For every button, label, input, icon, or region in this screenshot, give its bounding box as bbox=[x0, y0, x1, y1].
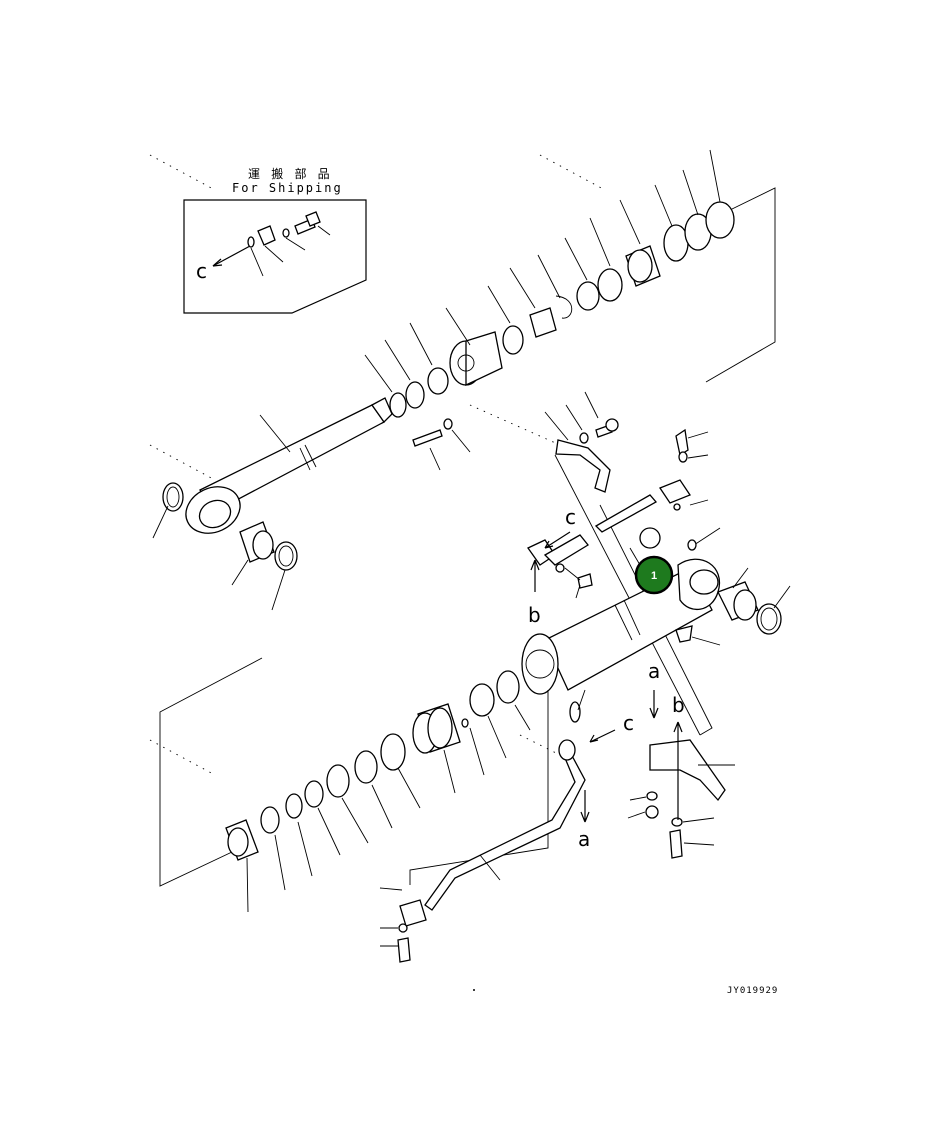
ref-letter-b-right: b bbox=[672, 693, 685, 717]
drawing-code: JY019929 bbox=[727, 986, 778, 996]
ref-letter-a-right: a bbox=[648, 659, 660, 683]
ref-letter-c-upper: c bbox=[565, 505, 576, 529]
ref-letter-c-lower: c bbox=[623, 711, 634, 735]
ref-letter-b-upper: b bbox=[528, 603, 541, 627]
callout-circle bbox=[634, 555, 674, 595]
shipping-ref-letter: c bbox=[196, 259, 207, 283]
cylinder-tube bbox=[521, 527, 791, 695]
piston-assembly bbox=[159, 657, 531, 913]
dotted-trails bbox=[149, 154, 606, 776]
reference-markers: c b a b c a bbox=[528, 505, 685, 851]
stray-dot bbox=[473, 989, 475, 991]
ref-letter-a-lower: a bbox=[578, 827, 590, 851]
piston-rod-assembly bbox=[152, 149, 776, 611]
clamp-assembly-upper bbox=[544, 391, 721, 736]
callout-1: 1 bbox=[634, 555, 674, 595]
lower-piping bbox=[379, 534, 735, 963]
shipping-box: 運 搬 部 品 For Shipping c bbox=[183, 166, 367, 314]
callout-number: 1 bbox=[651, 570, 657, 582]
shipping-title-en: For Shipping bbox=[232, 181, 343, 195]
shipping-title-ja: 運 搬 部 品 bbox=[248, 166, 332, 181]
